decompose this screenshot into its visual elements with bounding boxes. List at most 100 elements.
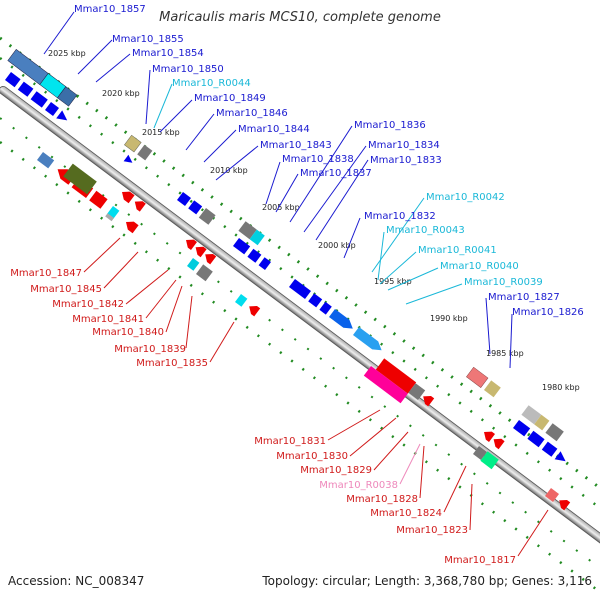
backbone-bar — [0, 86, 600, 559]
reverse-labels: Mmar10_1847 Mmar10_1845 Mmar10_1842 Mmar… — [10, 268, 516, 566]
backbone — [0, 86, 600, 559]
leader-r0043 — [377, 231, 385, 281]
tick-tracks — [0, 36, 600, 593]
label-1823: Mmar10_1823 — [396, 525, 468, 536]
feature-1830a — [186, 258, 200, 271]
label-1837: Mmar10_1837 — [300, 168, 372, 179]
feature-1980d — [512, 420, 531, 437]
leader-1846 — [185, 113, 215, 151]
feature-1829 — [249, 306, 261, 317]
leader-1833 — [315, 159, 369, 241]
scale-label-1995: 1995 kbp — [374, 277, 412, 286]
label-1817: Mmar10_1817 — [444, 555, 516, 566]
label-1836: Mmar10_1836 — [354, 120, 426, 131]
leader-1844 — [203, 129, 237, 163]
scale-label-1990: 1990 kbp — [430, 314, 468, 323]
leader-1850 — [145, 69, 151, 125]
leader-r0038 — [399, 443, 421, 485]
feature-r0041 — [352, 327, 382, 351]
leader-r0040 — [387, 267, 439, 291]
feature-1841 — [63, 163, 97, 195]
feature-1832 — [232, 238, 251, 255]
feature-1836 — [198, 208, 216, 225]
leader-1839 — [185, 295, 193, 349]
reverse-features — [36, 152, 571, 511]
leader-1840 — [165, 285, 183, 333]
label-1824: Mmar10_1824 — [370, 508, 442, 519]
gene-block-1828 — [363, 358, 435, 407]
label-r0042: Mmar10_R0042 — [426, 192, 505, 203]
label-r0041: Mmar10_R0041 — [418, 245, 497, 256]
leader-1823 — [469, 483, 473, 531]
feature-c — [30, 91, 48, 108]
gene-block-1980 — [521, 405, 564, 442]
leader-r0039 — [405, 283, 463, 305]
gene-block-1846 — [124, 134, 153, 161]
forward-features — [4, 49, 566, 462]
feature-1831c — [205, 254, 217, 265]
scale-labels: 2025 kbp 2020 kbp 2015 kbp 2010 kbp 2005… — [48, 49, 580, 392]
feature-1834 — [238, 221, 257, 240]
feature-e — [56, 110, 68, 121]
leader-1828 — [419, 445, 425, 499]
gene-row-1817c — [484, 431, 505, 450]
leader-1854 — [95, 53, 131, 83]
feature-1817f — [559, 500, 571, 511]
tick-track-forward-outer — [0, 36, 600, 490]
label-1838: Mmar10_1838 — [282, 154, 354, 165]
forward-labels: Mmar10_1857 Mmar10_1855 Mmar10_1854 Mmar… — [74, 4, 584, 318]
feature-b — [17, 81, 34, 97]
leader-1826 — [509, 313, 513, 369]
leader-1832 — [343, 217, 361, 259]
feature-1828 — [375, 358, 417, 394]
leader-1842 — [125, 269, 169, 305]
label-1828: Mmar10_1828 — [346, 494, 418, 505]
feature-1831a — [186, 239, 197, 251]
label-1847: Mmar10_1847 — [10, 268, 82, 279]
feature-1817a — [472, 446, 487, 461]
feature-1817b — [480, 451, 499, 470]
label-1839: Mmar10_1839 — [114, 344, 186, 355]
gene-row-1838 — [176, 192, 216, 225]
leader-1855 — [77, 39, 113, 75]
label-1842: Mmar10_1842 — [52, 299, 124, 310]
label-1827: Mmar10_1827 — [488, 292, 560, 303]
feature-1831b — [195, 246, 207, 258]
label-r0043: Mmar10_R0043 — [386, 225, 465, 236]
scale-label-2010: 2010 kbp — [210, 166, 248, 175]
label-r0039: Mmar10_R0039 — [464, 277, 543, 288]
gene-row-1831 — [186, 239, 217, 265]
feature-r0043 — [328, 309, 353, 329]
gene-block-1834 — [238, 221, 265, 246]
map-title: Maricaulis maris MCS10, complete genome — [159, 10, 441, 25]
topology-text: Topology: circular; Length: 3,368,780 bp… — [262, 574, 592, 588]
gene-row-1832 — [232, 238, 271, 271]
feature-1980a — [521, 405, 542, 425]
feature-1817 — [544, 488, 559, 503]
label-1834: Mmar10_1834 — [368, 140, 440, 151]
feature-1823 — [423, 396, 435, 407]
leader-1837 — [275, 173, 299, 213]
leader-1857 — [43, 11, 75, 55]
forward-leaders — [43, 11, 513, 369]
feature-1854 — [57, 86, 78, 107]
label-r0038: Mmar10_R0038 — [319, 480, 398, 491]
scale-label-2015: 2015 kbp — [142, 128, 180, 137]
leader-1829 — [373, 431, 409, 471]
label-r0040: Mmar10_R0040 — [440, 261, 519, 272]
gene-block-1827 — [466, 366, 501, 398]
leader-1838 — [265, 161, 281, 205]
feature-1846 — [124, 134, 142, 153]
label-1845: Mmar10_1845 — [30, 284, 102, 295]
label-1832: Mmar10_1832 — [364, 211, 436, 222]
label-1826: Mmar10_1826 — [512, 307, 584, 318]
label-1841: Mmar10_1841 — [72, 314, 144, 325]
leader-1834 — [303, 145, 367, 233]
feature-1830 — [195, 264, 213, 282]
gene-row-1829 — [234, 294, 261, 317]
leader-1836 — [289, 125, 353, 223]
gene-row-1830 — [186, 258, 213, 282]
scale-label-1985: 1985 kbp — [486, 349, 524, 358]
label-r0044: Mmar10_R0044 — [172, 78, 251, 89]
feature-1980g — [554, 451, 566, 462]
